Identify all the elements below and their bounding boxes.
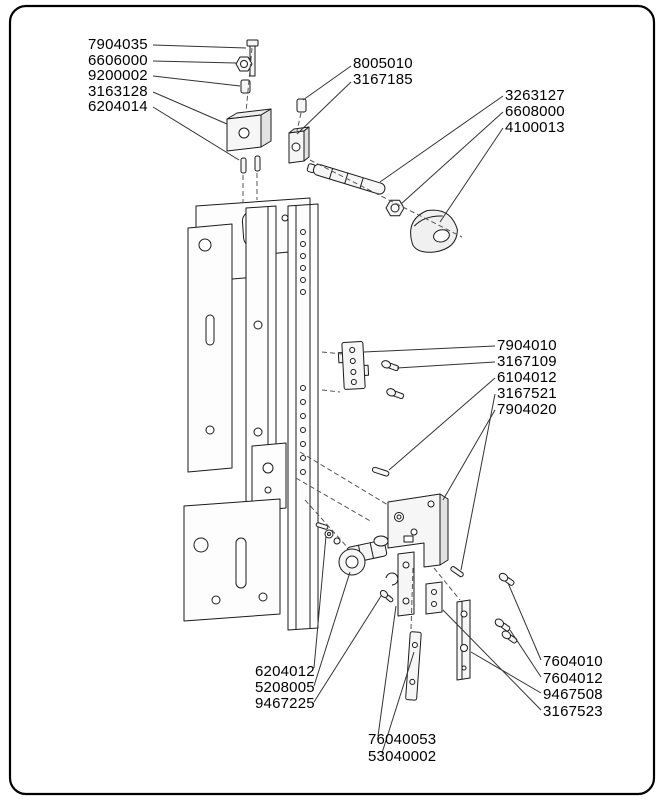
pin-part-3167521 (450, 566, 464, 578)
screw-part-9467225 (379, 572, 399, 603)
nut-part-6608000 (385, 199, 405, 217)
plate-part-3167523 (397, 551, 443, 617)
part-label-3167523: 3167523 (543, 703, 603, 720)
frame-lower-plate (183, 498, 281, 622)
part-label-6104012: 6104012 (497, 369, 557, 386)
roller-part-5208005 (338, 535, 389, 576)
pin-part-6204012 (315, 522, 341, 545)
part-label-7904035: 7904035 (88, 36, 148, 53)
part-label-9200002: 9200002 (88, 67, 148, 84)
part-label-5208005: 5208005 (255, 679, 315, 696)
page-border (8, 4, 656, 796)
part-label-3167521: 3167521 (497, 385, 557, 402)
part-label-3263127: 3263127 (505, 87, 565, 104)
pins-part-6204014 (240, 155, 261, 174)
screws-part-3167109 (381, 360, 405, 400)
part-label-4100013: 4100013 (505, 119, 565, 136)
part-label-7604012: 7604012 (543, 670, 603, 687)
screw-part-7604010 (498, 572, 515, 586)
shaft-part-3263127 (306, 163, 386, 195)
part-label-76040053: 76040053 (368, 731, 437, 748)
frame-front-rail (287, 203, 319, 631)
screws-part-7604012 (494, 618, 518, 644)
block-part-3167185 (288, 126, 310, 164)
frame-connector-block (251, 442, 287, 512)
part-label-7604010: 7604010 (543, 653, 603, 670)
main-frame-assembly (183, 197, 319, 631)
callout-leader-lines (152, 44, 542, 754)
screw-part-7904035 (246, 39, 259, 77)
assembly-axis-lines (242, 47, 463, 631)
bar-part-53040002 (405, 631, 422, 701)
nut-part-6606000 (235, 56, 253, 72)
part-label-3167109: 3167109 (497, 353, 557, 370)
part-label-9467508: 9467508 (543, 686, 603, 703)
spacer-part-8005010 (296, 98, 307, 113)
part-label-6204012: 6204012 (255, 663, 315, 680)
part-label-3163128: 3163128 (88, 83, 148, 100)
part-label-7904020: 7904020 (497, 401, 557, 418)
frame-left-plate (187, 223, 233, 473)
bracket-part-7904020 (387, 493, 449, 568)
part-label-6608000: 6608000 (505, 103, 565, 120)
part-label-3167185: 3167185 (353, 71, 413, 88)
block-part-3163128 (226, 108, 272, 152)
bar-part-9467508 (456, 599, 471, 681)
pin-part-6104012 (371, 466, 390, 477)
part-label-6204014: 6204014 (88, 98, 148, 115)
part-label-53040002: 53040002 (368, 748, 437, 765)
part-label-9467225: 9467225 (255, 695, 315, 712)
part-label-8005010: 8005010 (353, 55, 413, 72)
plate-part-7904010 (337, 341, 370, 390)
knob-part-4100013 (410, 209, 458, 253)
part-label-7904010: 7904010 (497, 337, 557, 354)
part-label-6606000: 6606000 (88, 52, 148, 69)
